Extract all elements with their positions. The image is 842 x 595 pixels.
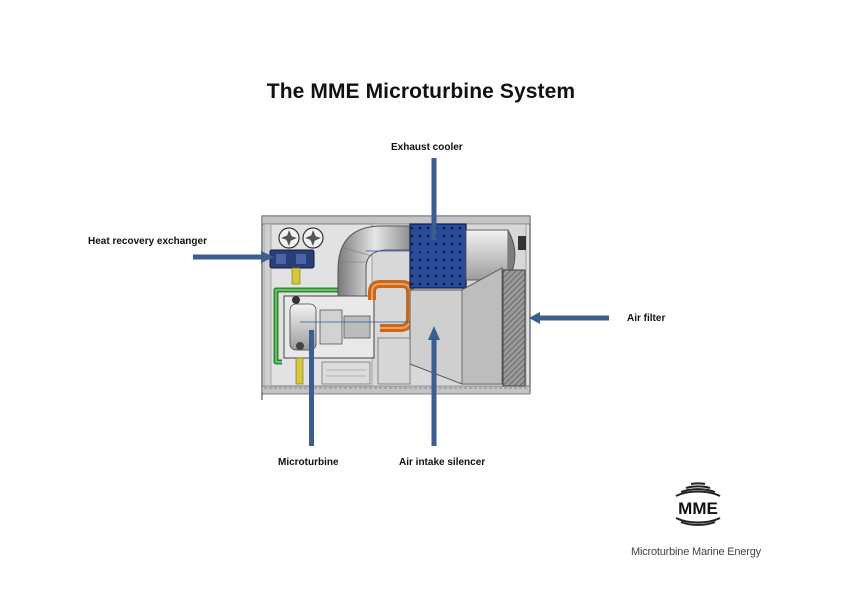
mme-logo-mark: MME [675, 482, 721, 526]
air-filter-unit [502, 269, 526, 387]
heat-recovery-exchanger-unit [269, 249, 315, 285]
recuperator-duct [368, 280, 414, 332]
label-air-intake-silencer: Air intake silencer [399, 457, 486, 468]
label-heat-recovery-exchanger: Heat recovery exchanger [88, 236, 207, 247]
microturbine-unit [283, 295, 375, 385]
pointer-arrows [193, 158, 609, 446]
logo-mark-text: MME [678, 499, 718, 518]
logo-company-name: Microturbine Marine Energy [631, 546, 761, 558]
label-air-filter: Air filter [627, 313, 666, 324]
diagram-title: The MME Microturbine System [266, 80, 576, 103]
label-exhaust-cooler: Exhaust cooler [391, 142, 463, 153]
label-microturbine: Microturbine [278, 457, 339, 468]
exhaust-duct [337, 225, 413, 297]
cooling-fans [278, 227, 324, 249]
